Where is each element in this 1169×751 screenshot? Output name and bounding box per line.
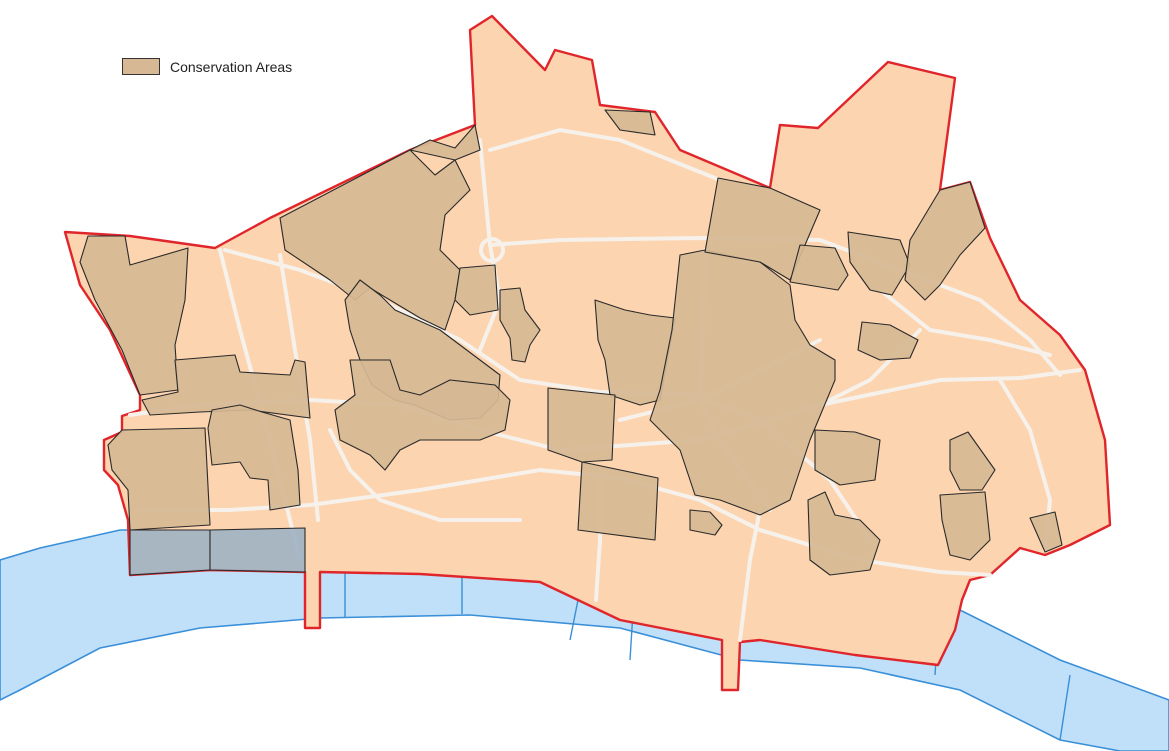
conservation-area-swatch <box>122 58 160 75</box>
conservation-area <box>107 427 211 531</box>
conservation-areas <box>79 109 1063 576</box>
conservation-area <box>577 461 659 541</box>
conservation-area <box>649 249 836 516</box>
conservation-area <box>857 321 919 361</box>
conservation-area <box>499 287 541 363</box>
conservation-area <box>604 109 656 136</box>
map-legend: Conservation Areas <box>122 58 292 75</box>
conservation-area <box>409 124 481 161</box>
roundabout <box>479 237 505 263</box>
conservation-area <box>904 181 986 301</box>
conservation-area <box>789 244 849 291</box>
conservation-area <box>334 359 511 471</box>
conservation-area <box>949 431 996 491</box>
conservation-area <box>814 429 881 486</box>
conservation-area <box>847 231 911 296</box>
conservation-area <box>207 404 301 511</box>
conservation-area <box>1029 511 1063 553</box>
conservation-area <box>141 354 311 419</box>
conservation-area <box>939 491 991 561</box>
conservation-area <box>594 299 676 406</box>
conservation-area <box>454 264 499 316</box>
conservation-area <box>689 509 723 536</box>
conservation-area <box>807 491 881 576</box>
conservation-river-overlap <box>129 527 306 576</box>
conservation-area <box>547 387 616 463</box>
legend-label-conservation-areas: Conservation Areas <box>170 58 293 75</box>
